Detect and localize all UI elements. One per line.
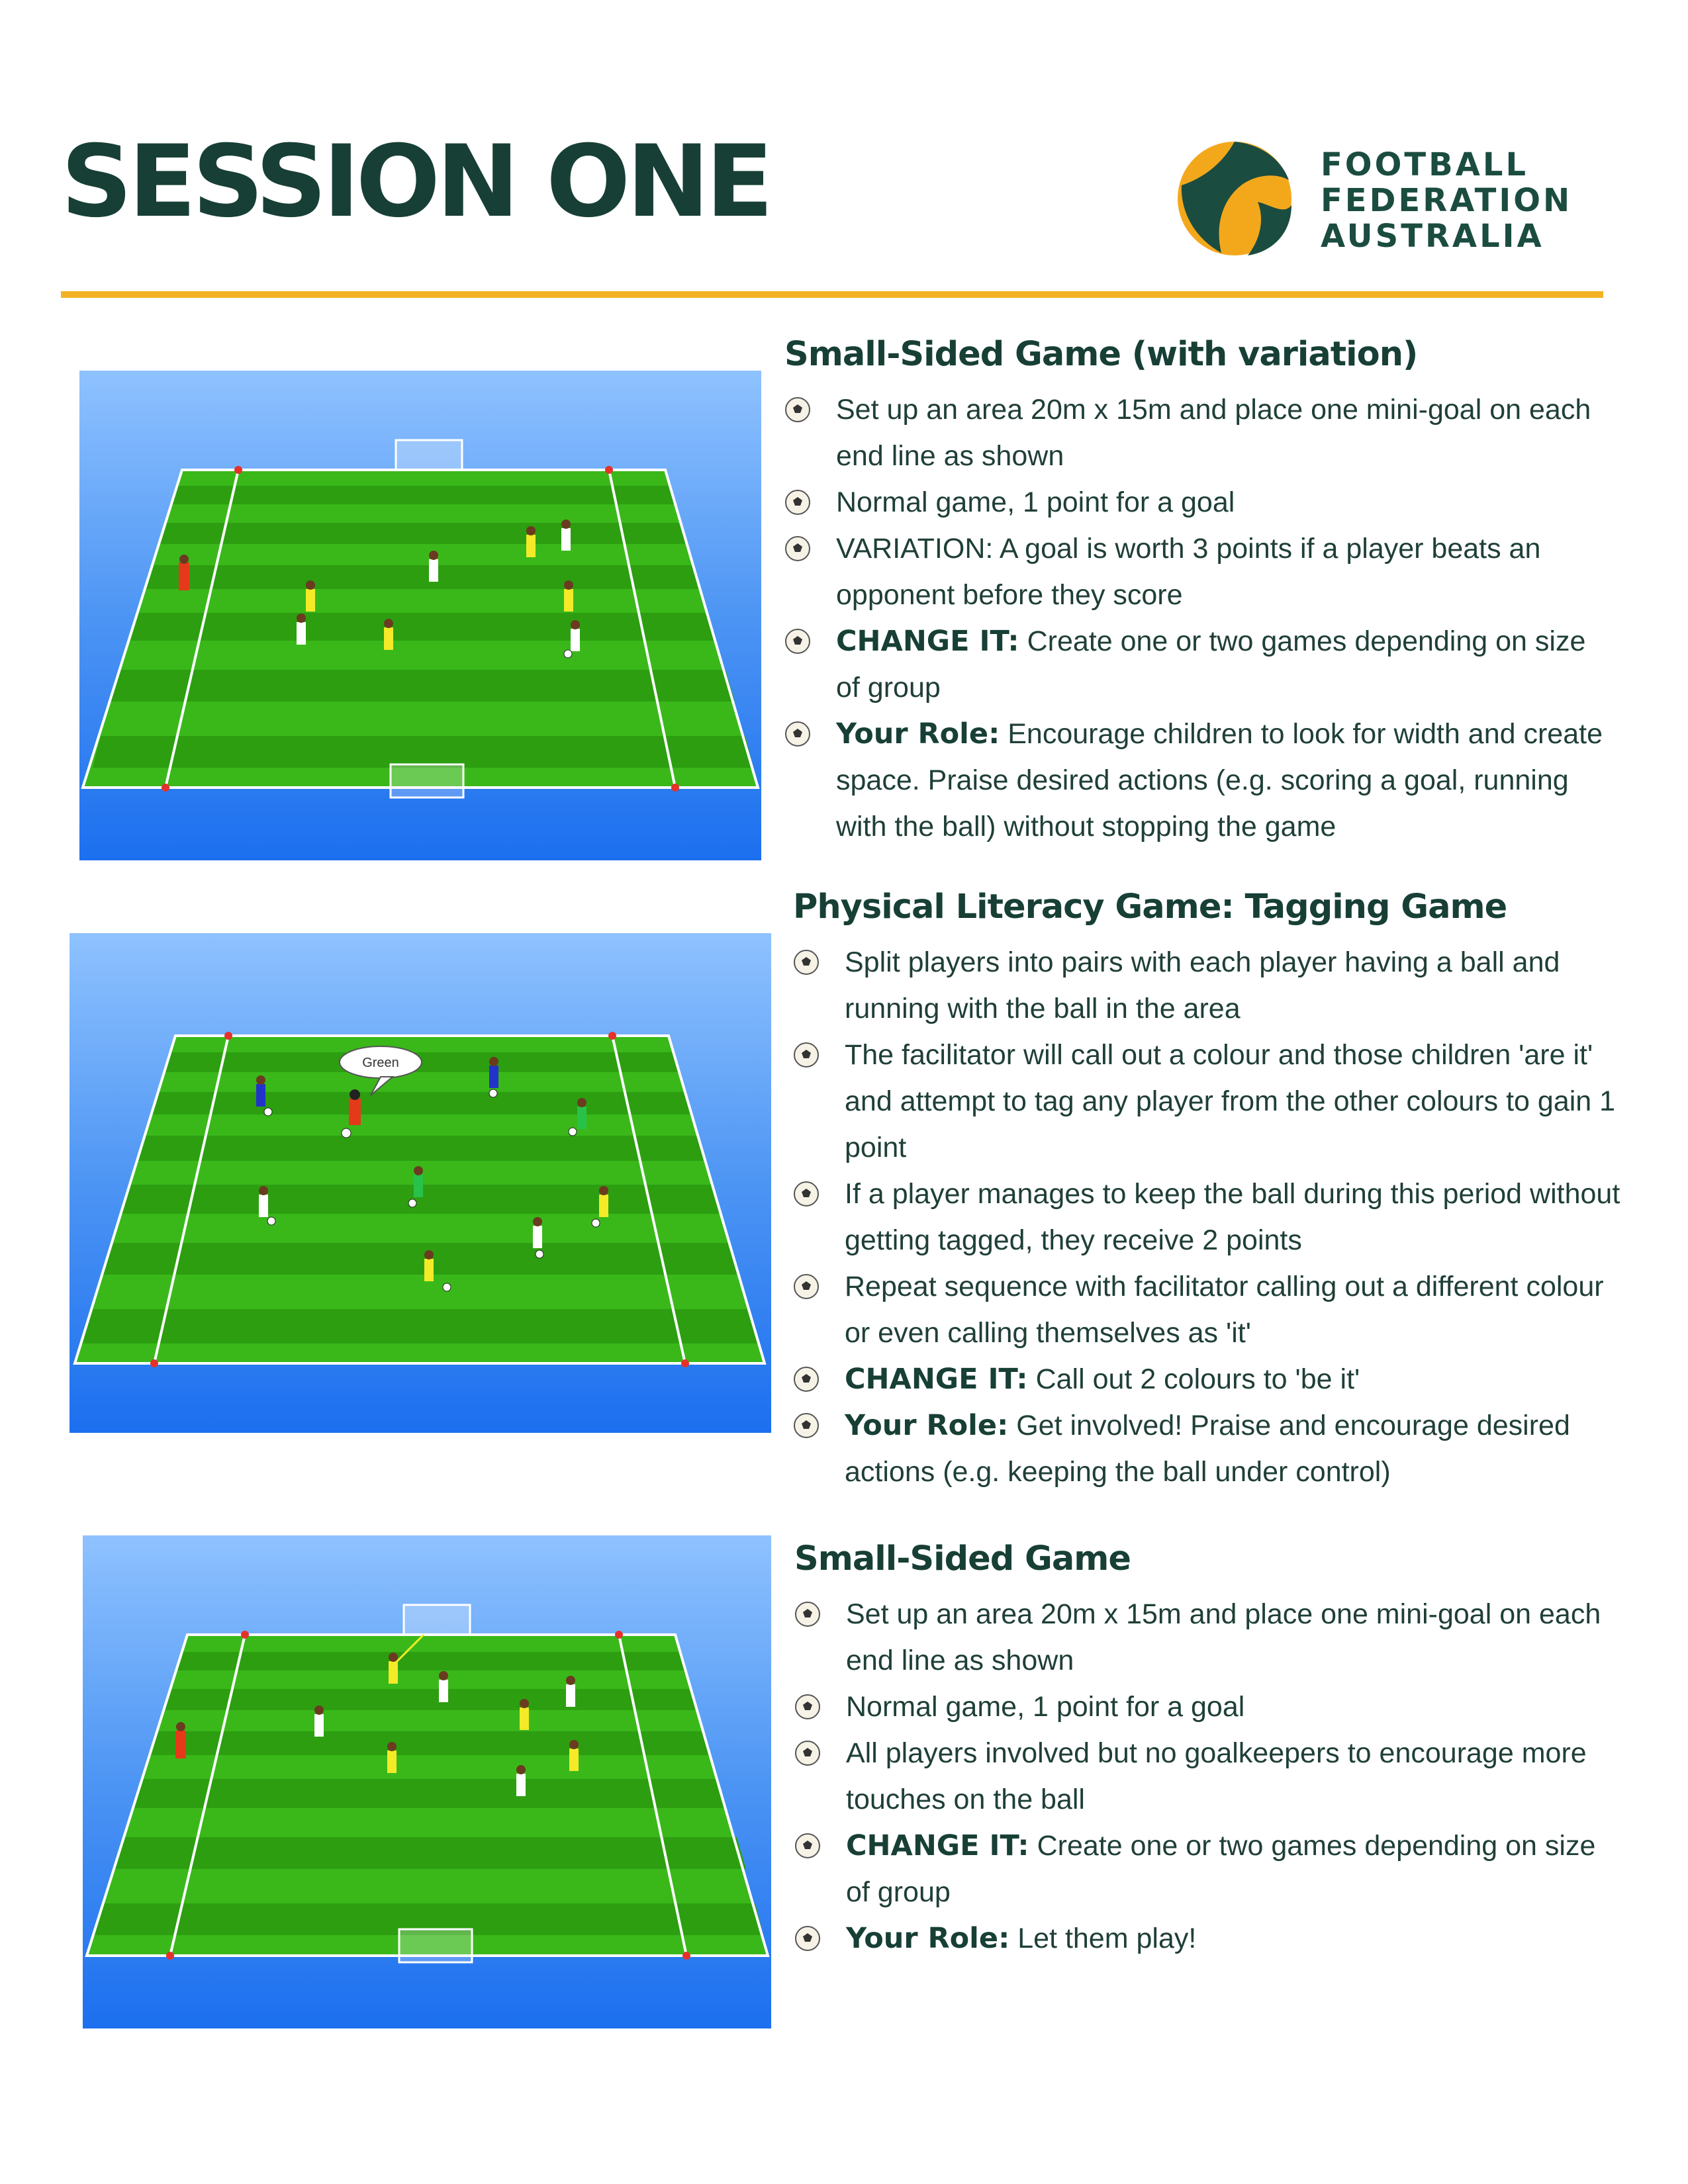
list-item: Normal game, 1 point for a goal	[784, 479, 1612, 525]
bullet-list: Set up an area 20m x 15m and place one m…	[784, 387, 1612, 850]
list-item: CHANGE IT: Call out 2 colours to 'be it'	[793, 1356, 1620, 1402]
football-bullet-icon	[785, 721, 810, 747]
list-item: Repeat sequence with facilitator calling…	[793, 1263, 1620, 1356]
ffa-logo: FOOTBALL FEDERATION AUSTRALIA	[1175, 139, 1585, 258]
list-item: Set up an area 20m x 15m and place one m…	[794, 1591, 1622, 1684]
speech-bubble-text: Green	[362, 1056, 399, 1070]
section-heading: Physical Literacy Game: Tagging Game	[793, 887, 1507, 927]
football-bullet-icon	[785, 536, 810, 562]
bullet-list: Split players into pairs with each playe…	[793, 939, 1620, 1495]
list-item: Normal game, 1 point for a goal	[794, 1684, 1622, 1730]
football-bullet-icon	[785, 629, 810, 655]
list-item: The facilitator will call out a colour a…	[793, 1032, 1620, 1171]
logo-line-2: FEDERATION	[1321, 182, 1573, 219]
list-item: Set up an area 20m x 15m and place one m…	[784, 387, 1612, 479]
logo-line-1: FOOTBALL	[1321, 146, 1529, 183]
page-title: SESSION ONE	[61, 124, 773, 240]
list-item: Your Role: Let them play!	[794, 1915, 1622, 1962]
list-item: CHANGE IT: Create one or two games depen…	[794, 1823, 1622, 1915]
bullet-list: Set up an area 20m x 15m and place one m…	[794, 1591, 1622, 1962]
pitch-diagram-3	[83, 1535, 771, 2028]
pitch-diagram-1	[79, 371, 761, 860]
header-divider	[61, 291, 1603, 298]
football-bullet-icon	[785, 397, 810, 423]
speech-bubble: Green	[339, 1046, 422, 1096]
list-item: Split players into pairs with each playe…	[793, 939, 1620, 1032]
list-item: CHANGE IT: Create one or two games depen…	[784, 618, 1612, 711]
football-bullet-icon	[794, 950, 819, 976]
football-bullet-icon	[795, 1926, 820, 1952]
football-bullet-icon	[785, 490, 810, 516]
list-item: Your Role: Encourage children to look fo…	[784, 711, 1612, 850]
list-item: VARIATION: A goal is worth 3 points if a…	[784, 525, 1612, 618]
football-bullet-icon	[794, 1181, 819, 1207]
football-bullet-icon	[795, 1694, 820, 1720]
football-bullet-icon	[794, 1042, 819, 1068]
list-item: If a player manages to keep the ball dur…	[793, 1171, 1620, 1263]
ffa-logo-wordmark: FOOTBALL FEDERATION AUSTRALIA	[1321, 147, 1572, 254]
football-bullet-icon	[795, 1833, 820, 1859]
section-heading: Small-Sided Game (with variation)	[784, 335, 1418, 374]
section-tagging-game: Physical Literacy Game: Tagging Game Spl…	[793, 887, 1620, 1495]
pitch-diagram-2: Green	[70, 933, 771, 1433]
section-heading: Small-Sided Game	[794, 1539, 1131, 1578]
list-item: All players involved but no goalkeepers …	[794, 1730, 1622, 1823]
football-bullet-icon	[794, 1367, 819, 1392]
section-small-sided-game-variation: Small-Sided Game (with variation) Set up…	[784, 334, 1612, 850]
football-bullet-icon	[794, 1274, 819, 1300]
section-small-sided-game: Small-Sided Game Set up an area 20m x 15…	[794, 1539, 1622, 1962]
football-bullet-icon	[795, 1741, 820, 1766]
football-bullet-icon	[794, 1413, 819, 1439]
ffa-logo-icon	[1178, 142, 1291, 255]
list-item: Your Role: Get involved! Praise and enco…	[793, 1402, 1620, 1495]
logo-line-3: AUSTRALIA	[1321, 218, 1544, 255]
football-bullet-icon	[795, 1602, 820, 1627]
